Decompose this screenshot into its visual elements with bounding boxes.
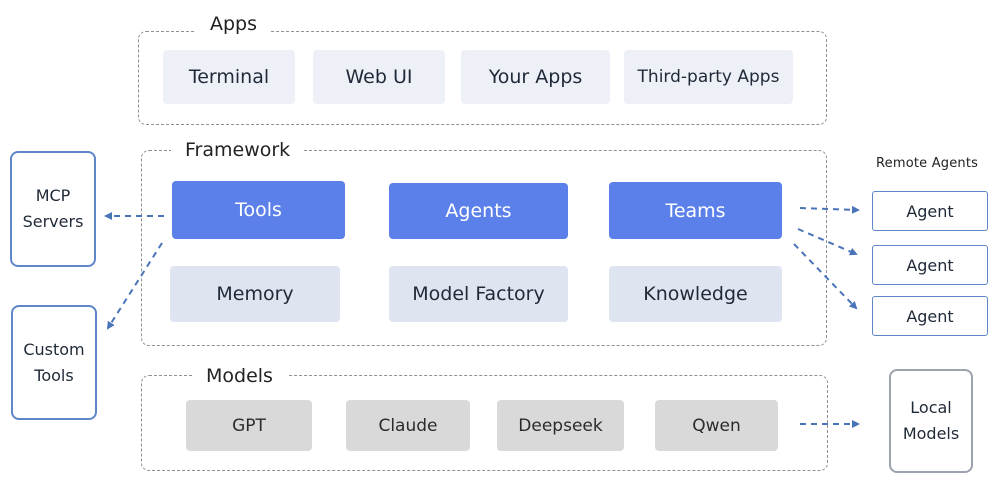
remote-agent-2: Agent: [872, 245, 988, 285]
remote-agent-3: Agent: [872, 296, 988, 336]
app-third-party: Third-party Apps: [624, 50, 793, 104]
mcp-servers-box: MCP Servers: [10, 151, 96, 267]
local-models-line1: Local: [910, 398, 952, 417]
model-qwen: Qwen: [655, 400, 778, 451]
model-claude: Claude: [346, 400, 470, 451]
mcp-servers-line1: MCP: [35, 186, 71, 205]
models-title: Models: [192, 364, 287, 388]
custom-tools-line1: Custom: [23, 339, 85, 359]
apps-group: [138, 31, 827, 125]
local-models-line2: Models: [902, 424, 960, 443]
model-deepseek: Deepseek: [497, 400, 624, 451]
model-factory-box: Model Factory: [389, 266, 568, 322]
knowledge-box: Knowledge: [609, 266, 782, 322]
teams-box: Teams: [609, 182, 782, 239]
custom-tools-line2: Tools: [34, 365, 74, 385]
remote-agent-1: Agent: [872, 191, 988, 231]
remote-agents-title: Remote Agents: [876, 156, 979, 171]
local-models-box: Local Models: [889, 369, 973, 473]
memory-box: Memory: [170, 266, 340, 322]
agents-box: Agents: [389, 183, 568, 239]
app-your-apps: Your Apps: [461, 50, 610, 104]
app-web-ui: Web UI: [313, 50, 445, 104]
tools-box: Tools: [172, 181, 345, 239]
apps-title: Apps: [196, 12, 272, 36]
custom-tools-box: Custom Tools: [11, 305, 97, 420]
framework-title: Framework: [171, 138, 305, 162]
app-terminal: Terminal: [163, 50, 295, 104]
mcp-servers-line2: Servers: [22, 212, 84, 231]
model-gpt: GPT: [186, 400, 312, 451]
